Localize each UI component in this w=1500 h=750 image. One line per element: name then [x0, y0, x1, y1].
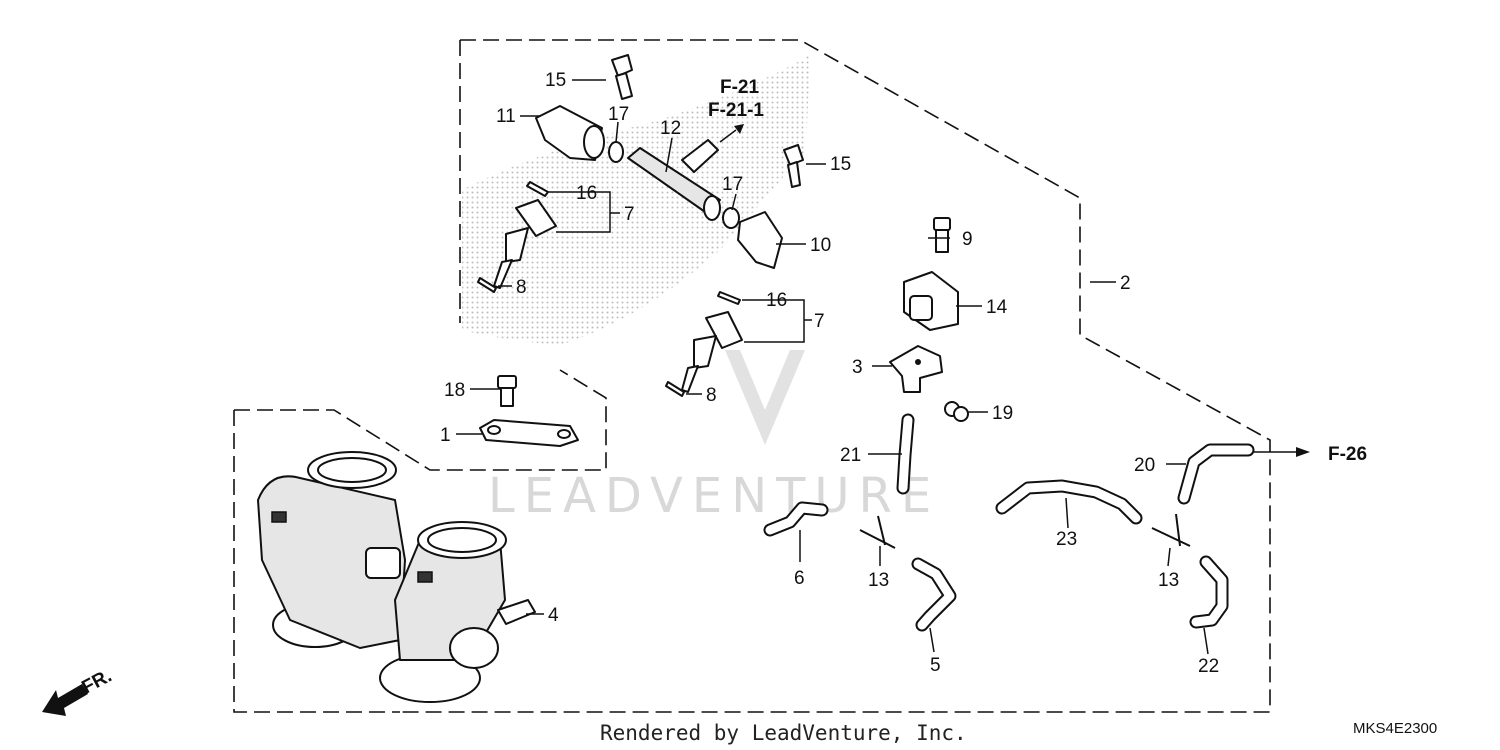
injector-connector-10 [737, 211, 783, 269]
callout-2: 2 [1120, 273, 1131, 294]
callout-12: 12 [660, 118, 681, 139]
leader-lines [456, 79, 1310, 655]
callout-22: 22 [1198, 656, 1219, 677]
watermark: LEADVENTURE [488, 468, 940, 524]
callout-6: 6 [794, 568, 805, 589]
callout-17-upper: 17 [608, 104, 629, 125]
ref-arrow-f26 [1296, 447, 1310, 457]
injector-7-upper [493, 199, 557, 289]
callout-21: 21 [840, 445, 861, 466]
hose-23 [995, 479, 1143, 525]
callout-14: 14 [986, 297, 1008, 318]
hose-5 [911, 557, 957, 632]
joint-13-left [859, 515, 896, 549]
joint-13-right [1151, 513, 1191, 547]
front-direction-arrow-icon: FR. [42, 666, 115, 716]
callout-23: 23 [1056, 529, 1077, 550]
nut-19 [944, 401, 969, 422]
callout-11: 11 [496, 106, 516, 127]
callout-13-right: 13 [1158, 570, 1179, 591]
callout-18: 18 [444, 380, 465, 401]
sensor-14 [903, 271, 959, 331]
throttle-body-4 [257, 451, 536, 703]
hose-21 [896, 413, 915, 495]
seal-16-lower [717, 291, 741, 305]
seal-8-lower [665, 381, 685, 397]
callout-9: 9 [962, 229, 973, 250]
callout-13-left: 13 [868, 570, 889, 591]
callout-1: 1 [440, 425, 451, 446]
ref-label-f21-1: F-21-1 [708, 100, 764, 121]
hose-20 [1177, 443, 1255, 505]
seal-8-upper [477, 277, 497, 293]
hose-6 [763, 501, 829, 537]
injector-connector-11 [535, 105, 605, 161]
throttle-body-outline [233, 369, 607, 713]
hose-22 [1189, 555, 1229, 629]
callout-16-upper: 16 [576, 183, 597, 204]
callout-20: 20 [1134, 455, 1155, 476]
injector-7-lower [681, 311, 743, 393]
callout-19: 19 [992, 403, 1013, 424]
callout-15-right: 15 [830, 154, 851, 175]
callout-16-lower: 16 [766, 290, 787, 311]
callout-7-upper: 7 [624, 204, 635, 225]
bolt-9 [933, 217, 951, 253]
fuel-pipe-12 [627, 139, 721, 221]
o-ring-17-upper [608, 141, 624, 163]
sensor-bracket-3 [889, 345, 943, 393]
ref-label-f21: F-21 [720, 77, 760, 98]
callout-3: 3 [852, 357, 863, 378]
ref-arrow-f21 [734, 124, 744, 134]
bolt-18 [497, 375, 517, 407]
callout-4: 4 [548, 605, 559, 626]
bolt-15-upper [611, 54, 633, 100]
callout-5: 5 [930, 655, 941, 676]
logo-shading [462, 55, 810, 345]
callout-8-lower: 8 [706, 385, 717, 406]
seal-16-upper [526, 181, 549, 197]
callout-10: 10 [810, 235, 831, 256]
callout-15-upper: 15 [545, 70, 566, 91]
callout-7-lower: 7 [814, 311, 825, 332]
callout-8-upper: 8 [516, 277, 527, 298]
ref-label-f26: F-26 [1328, 444, 1367, 465]
watermark-logo [725, 350, 805, 445]
footer-credit: Rendered by LeadVenture, Inc. [600, 721, 967, 745]
insulator-1 [479, 419, 579, 447]
callout-17-lower: 17 [722, 174, 743, 195]
diagram-code: MKS4E2300 [1353, 720, 1437, 737]
o-ring-17-lower [722, 207, 740, 229]
bolt-15-right [783, 144, 804, 188]
